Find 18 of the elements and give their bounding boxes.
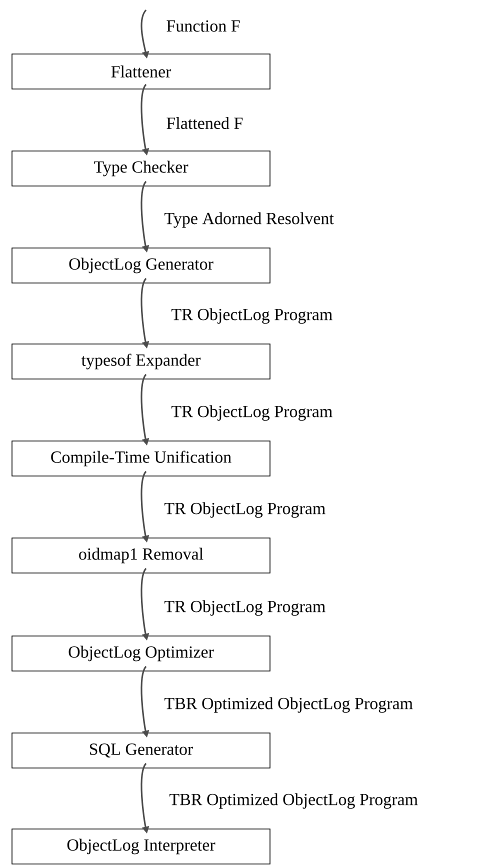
process-box: ObjectLog Optimizer [12,636,270,672]
edge-label: TR ObjectLog Program [164,502,326,518]
edge-label: Function F [166,20,240,32]
process-box: ObjectLog Interpreter [12,828,270,864]
process-box: typesof Expander [12,344,270,380]
process-box: ObjectLog Generator [12,248,270,284]
edge-label: TBR Optimized ObjectLog Program [170,793,418,809]
edge-label: TR ObjectLog Program [172,405,332,421]
process-box: Flattener [12,54,270,90]
edge-label: Type Adorned Resolvent [164,212,334,228]
edge-label: Flattened F [166,117,243,129]
edge-label: TR ObjectLog Program [172,308,332,324]
process-box: Compile-Time Unification [12,440,270,476]
process-box: SQL Generator [12,732,270,768]
edge-label: TBR Optimized ObjectLog Program [164,697,413,713]
edge-label: TR ObjectLog Program [164,600,326,616]
process-box: Type Checker [12,150,270,186]
process-box: oidmap1 Removal [12,538,270,574]
